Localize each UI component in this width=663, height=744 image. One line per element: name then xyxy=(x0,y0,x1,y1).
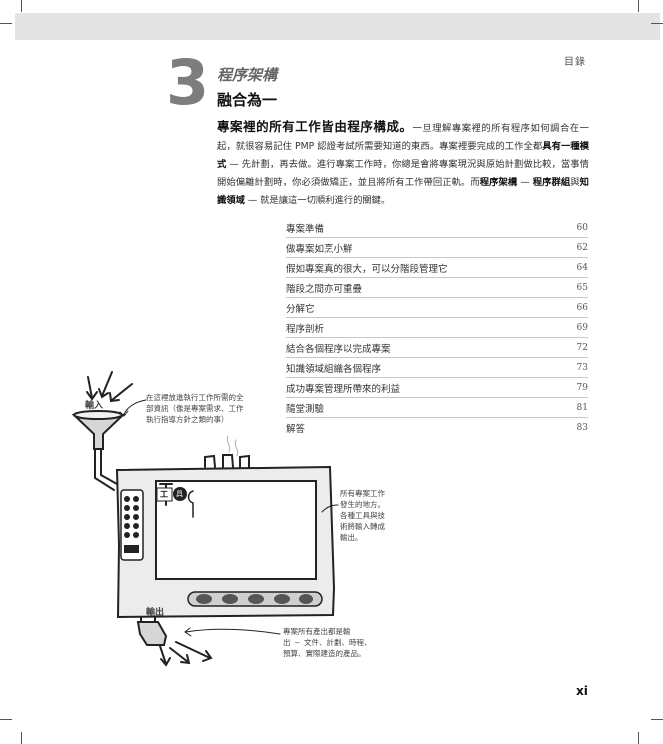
toc-entry[interactable]: 成功專案管理所帶來的利益 79 xyxy=(286,378,588,398)
toc-title: 解答 xyxy=(286,423,306,435)
toc-page: 65 xyxy=(576,282,588,293)
intro-text: 一旦理解專案裡的所有程序如何調合在一起，就很容易記住 PMP 認證考試所需要知道… xyxy=(217,123,589,152)
toc-page: 64 xyxy=(576,262,588,273)
output-label: 輸出 xyxy=(146,608,165,618)
output-annotation: 專案所有產出都是輸 出 — 文件、計劃、時程、 預算、實際建造的產品。 xyxy=(283,626,372,659)
annotation-line: 所有專案工作 xyxy=(340,489,385,498)
intro-bold: 具有一種模式 xyxy=(217,141,589,170)
toc-title: 階段之間亦可重疊 xyxy=(286,283,363,295)
annotation-line: 部資訊（像是專案需求、工作 xyxy=(146,404,244,413)
toc-page: 72 xyxy=(576,342,588,353)
input-label: 輸入 xyxy=(85,401,104,411)
annotation-line: 各種工具與技 xyxy=(340,511,385,520)
process-annotation: 所有專案工作 發生的地方。 各種工具與技 術將輸入轉成 輸出。 xyxy=(340,488,385,543)
toc-title: 分解它 xyxy=(286,303,315,315)
intro-text: — 先計劃，再去做。進行專案工作時，你總是會將專案現況與原始計劃做比較，當事情開… xyxy=(217,159,589,188)
crop-mark xyxy=(638,732,639,744)
input-arrows xyxy=(86,371,133,403)
intro-text: — 就是讓這一切順利進行的關鍵。 xyxy=(244,195,391,206)
toc-page: 66 xyxy=(576,302,588,313)
tools-label-1: 工 xyxy=(160,490,168,499)
top-gray-band xyxy=(15,13,660,40)
intro-bold: 知識領域 xyxy=(217,177,589,206)
toc-title: 專案準備 xyxy=(286,223,325,235)
crop-mark xyxy=(21,0,22,12)
table-of-contents: 專案準備 60 做專案如烹小鮮 62 假如專案真的很大，可以分階段管理它 64 階段之… xyxy=(286,218,588,437)
toc-entry[interactable]: 專案準備 60 xyxy=(286,218,588,238)
toc-title: 隨堂測驗 xyxy=(286,403,325,415)
output-arrows xyxy=(159,641,213,667)
intro-lead: 專案裡的所有工作皆由程序構成。 xyxy=(217,119,413,134)
chapter-intro: 專案裡的所有工作皆由程序構成。一旦理解專案裡的所有程序如何調合在一起，就很容易記… xyxy=(217,118,589,210)
annotation-line: 專案所有產出都是輸 xyxy=(283,627,351,636)
pointer-line xyxy=(321,504,339,513)
toc-entry[interactable]: 分解它 66 xyxy=(286,298,588,318)
toc-entry[interactable]: 假如專案真的很大，可以分階段管理它 64 xyxy=(286,258,588,278)
annotation-line: 發生的地方。 xyxy=(340,500,385,509)
chapter-title: 融合為一 xyxy=(217,91,278,109)
page-number: xi xyxy=(576,684,588,698)
toc-page: 79 xyxy=(576,382,588,393)
annotation-line: 在這裡放進執行工作所需的全 xyxy=(146,393,244,402)
toc-page: 81 xyxy=(576,402,588,413)
toc-title: 知識領域組織各個程序 xyxy=(286,363,382,375)
crop-mark xyxy=(638,0,639,12)
toc-entry[interactable]: 解答 83 xyxy=(286,418,588,437)
chapter-subtitle: 程序架構 xyxy=(217,66,278,84)
output-pipe-icon xyxy=(136,621,168,646)
toc-entry[interactable]: 隨堂測驗 81 xyxy=(286,398,588,418)
crop-mark xyxy=(0,23,12,24)
toc-entry[interactable]: 知識領域組織各個程序 73 xyxy=(286,358,588,378)
toc-page: 69 xyxy=(576,322,588,333)
toc-title: 結合各個程序以完成專案 xyxy=(286,343,391,355)
tools-label-badge xyxy=(173,487,187,501)
crop-mark xyxy=(651,719,663,720)
running-header: 目錄 xyxy=(564,57,586,68)
crop-mark xyxy=(651,23,663,24)
chapter-number: 3 xyxy=(166,46,210,119)
intro-text: 與 xyxy=(570,177,580,188)
annotation-line: 出 — 文件、計劃、時程、 xyxy=(283,638,372,647)
wrench-icon xyxy=(187,490,194,518)
toc-entry[interactable]: 程序剖析 69 xyxy=(286,318,588,338)
toc-title: 做專案如烹小鮮 xyxy=(286,243,353,255)
annotation-line: 執行指導方針之類的事） xyxy=(146,415,229,424)
tools-label-box xyxy=(156,487,173,502)
funnel-icon xyxy=(71,414,126,450)
toc-title: 假如專案真的很大，可以分階段管理它 xyxy=(286,263,448,275)
intro-text: — xyxy=(517,177,533,188)
toc-entry[interactable]: 階段之間亦可重疊 65 xyxy=(286,278,588,298)
toc-page: 62 xyxy=(576,242,588,253)
toc-title: 成功專案管理所帶來的利益 xyxy=(286,383,401,395)
intro-bold: 程序架構 xyxy=(479,177,518,188)
toc-entry[interactable]: 做專案如烹小鮮 62 xyxy=(286,238,588,258)
toc-page: 83 xyxy=(576,422,588,433)
toc-entry[interactable]: 結合各個程序以完成專案 72 xyxy=(286,338,588,358)
intro-bold: 程序群組 xyxy=(532,177,571,188)
crop-mark xyxy=(21,732,22,744)
toc-page: 60 xyxy=(576,222,588,233)
pointer-line xyxy=(123,399,147,415)
crop-mark xyxy=(0,719,12,720)
annotation-line: 輸出。 xyxy=(340,533,363,542)
tools-label-2: 具 xyxy=(176,490,183,498)
annotation-line: 預算、實際建造的產品。 xyxy=(283,649,366,658)
pointer-line xyxy=(185,628,281,635)
toc-title: 程序剖析 xyxy=(286,323,325,335)
annotation-line: 術將輸入轉成 xyxy=(340,522,385,531)
toc-page: 73 xyxy=(576,362,588,373)
input-annotation: 在這裡放進執行工作所需的全 部資訊（像是專案需求、工作 執行指導方針之類的事） xyxy=(146,392,244,425)
